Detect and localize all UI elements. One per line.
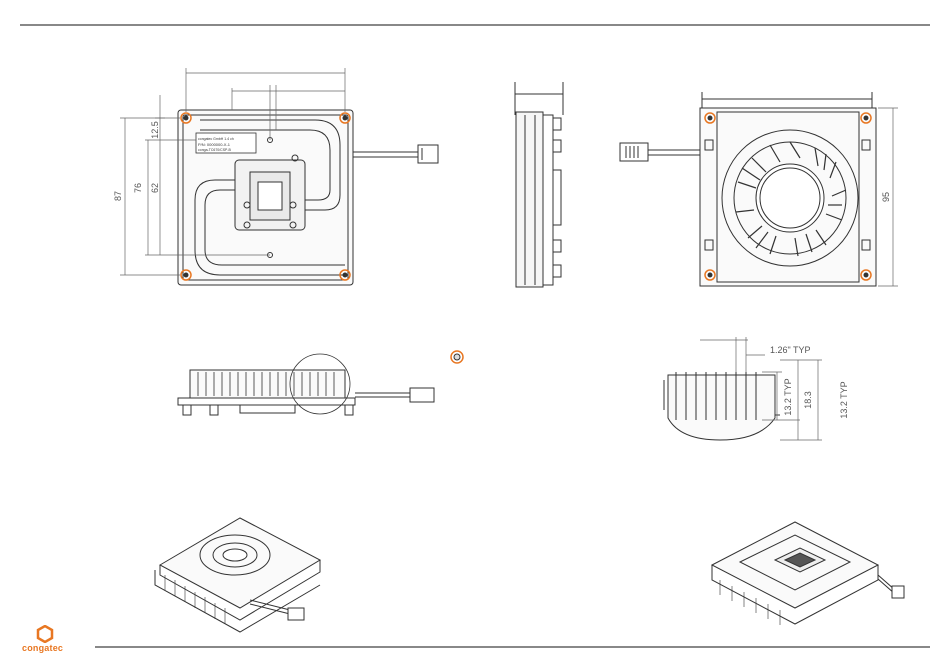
detail-view-fin-pitch <box>664 372 780 440</box>
side-view-fins <box>178 354 434 415</box>
plate-line-1: congatec GmbH 1.4 ch <box>198 137 234 141</box>
fan-view <box>620 92 898 286</box>
dim-95: 95 <box>881 192 891 202</box>
dim-76: 76 <box>133 183 143 193</box>
dim-87: 87 <box>113 191 123 201</box>
side-view-narrow <box>515 82 563 287</box>
iso-view-plate-side <box>712 522 904 624</box>
dim-fin-pitch: 1.26" TYP <box>770 345 811 355</box>
brand-name: congatec <box>22 643 63 653</box>
plate-line-2: P/N: 0000000-X-1 <box>198 142 231 147</box>
dim-13-2-b: 13.2 TYP <box>839 381 849 418</box>
dim-18-3: 18.3 <box>803 391 813 409</box>
dim-12-5: 12.5 <box>150 121 160 139</box>
dim-13-2-a: 13.2 TYP <box>783 378 793 415</box>
plate-line-3: conga-TC670/CSP-B <box>198 148 232 152</box>
dim-62: 62 <box>150 183 160 193</box>
iso-view-fan-side <box>155 518 320 632</box>
